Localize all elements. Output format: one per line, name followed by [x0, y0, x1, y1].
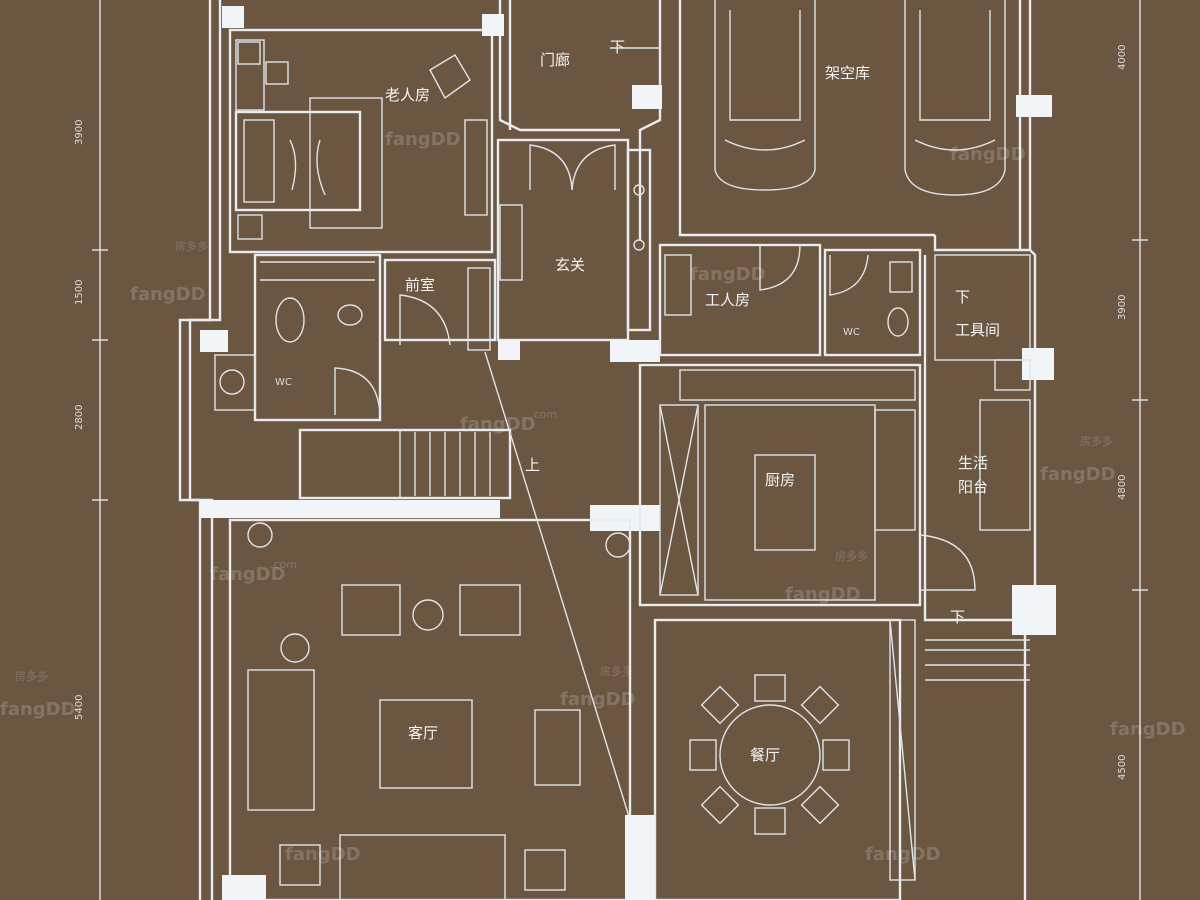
label-service-balcony-2: 阳台 — [958, 478, 988, 496]
watermark-8: fangDD — [785, 584, 861, 605]
watermark-1: fangDD — [385, 129, 461, 150]
label-tool-room: 工具间 — [955, 321, 1000, 339]
maid-bathroom: WC — [823, 248, 922, 357]
watermark-3: fangDD — [690, 264, 766, 285]
label-kitchen: 厨房 — [765, 471, 795, 489]
maid-room: 工人房 — [658, 243, 822, 357]
kitchen: 厨房 — [638, 363, 976, 607]
marker-down-3: 下 — [950, 608, 965, 626]
dimension-lines: 3900 1500 2800 5400 4000 3900 4800 4500 — [74, 0, 1148, 900]
label-elder-room: 老人房 — [385, 86, 430, 104]
staircase: 上 — [200, 330, 660, 821]
watermark-10: fangDD — [560, 689, 636, 710]
front-room: 前室 — [383, 258, 497, 351]
foyer-area: 门廊 玄关 下 — [496, 38, 662, 342]
dim-right-4: 4500 — [1117, 755, 1128, 780]
label-living-room: 客厅 — [408, 724, 438, 742]
watermark-4: fangDD — [950, 144, 1026, 165]
watermark-7: fangDD — [210, 564, 286, 585]
dim-right-2: 3900 — [1117, 295, 1128, 320]
exterior-walls — [178, 0, 1045, 900]
label-carport: 架空库 — [825, 64, 870, 82]
dim-left-3: 2800 — [74, 405, 85, 430]
service-balcony: 生活 阳台 下 — [925, 359, 1056, 681]
watermark-brand-4: 房多多 — [15, 669, 48, 683]
dim-left-4: 5400 — [74, 695, 85, 720]
label-maid-room: 工人房 — [705, 291, 750, 309]
elder-room: 老人房 — [222, 6, 504, 254]
dim-left-1: 3900 — [74, 120, 85, 145]
watermark-2: fangDD — [130, 284, 206, 305]
marker-wc-1: WC — [275, 377, 292, 388]
marker-down-1: 下 — [610, 38, 625, 56]
watermark-6: fangDD — [1040, 464, 1116, 485]
watermark-brand-5: 房多多 — [600, 664, 633, 678]
label-front-room: 前室 — [405, 276, 435, 294]
watermark-domain-2: .com — [270, 558, 297, 571]
watermark-9: fangDD — [0, 699, 76, 720]
carport: 架空库 — [714, 0, 1052, 196]
dim-right-3: 4800 — [1117, 475, 1128, 500]
marker-up: 上 — [525, 456, 540, 474]
label-foyer: 玄关 — [555, 256, 585, 274]
marker-down-2: 下 — [955, 288, 970, 306]
watermark-domain-1: .com — [530, 408, 557, 421]
bathroom: WC — [214, 253, 382, 422]
living-room: 客厅 — [222, 518, 632, 900]
watermark-11: fangDD — [1110, 719, 1186, 740]
watermark-5: fangDD — [460, 414, 536, 435]
watermark-brand-1: 房多多 — [175, 239, 208, 253]
closet-rail — [260, 261, 375, 281]
label-dining-room: 餐厅 — [750, 746, 780, 764]
marker-wc-2: WC — [843, 327, 860, 338]
watermark-12: fangDD — [285, 844, 361, 865]
dim-right-1: 4000 — [1117, 45, 1128, 70]
label-service-balcony-1: 生活 — [958, 454, 988, 472]
label-garage-door: 门廊 — [540, 51, 570, 69]
watermarks: fangDD fangDD fangDD fangDD fangDD fangD… — [0, 129, 1186, 865]
dim-left-2: 1500 — [74, 280, 85, 305]
tool-room: 下 工具间 — [934, 254, 1054, 380]
watermark-brand-2: 房多多 — [1080, 434, 1113, 448]
watermark-brand-3: 房多多 — [835, 549, 868, 563]
dining-room: 餐厅 — [625, 618, 916, 900]
watermark-13: fangDD — [865, 844, 941, 865]
